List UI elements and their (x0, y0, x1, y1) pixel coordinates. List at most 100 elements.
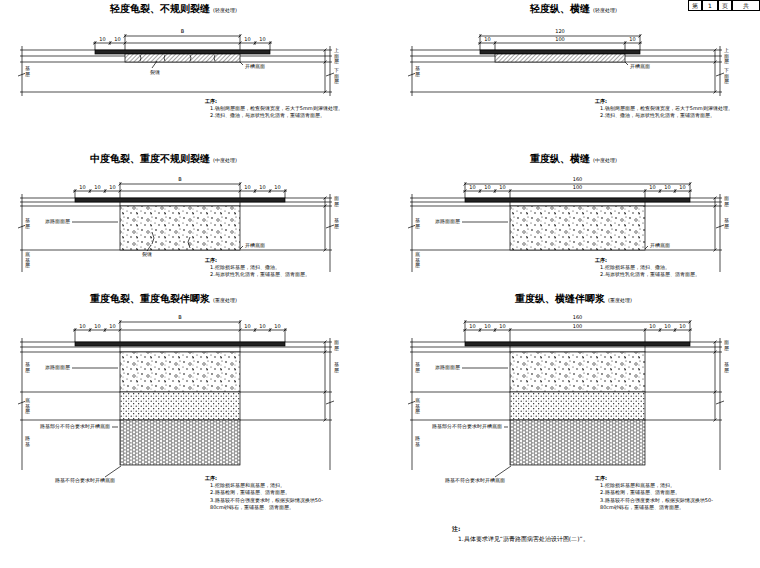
annotation-text: 1.挖除损坏基层，清扫、撒油。 (210, 265, 280, 270)
annotation-text: 路基不符合要求时开槽底面 (445, 478, 505, 483)
annotation-text: 1.铣刨两层面层，检查裂缝宽度，若大于5mm则灌缝处理。 (210, 106, 343, 111)
annotation-text: 工序: (595, 99, 607, 104)
annotation-text: 1.具体要求详见“沥青路面病害处治设计图(二)”。 (458, 536, 589, 542)
annotation-text: 2.与原状性乳化沥青，重铺基层、沥青面层。 (210, 272, 310, 277)
layer-name: 基层 (724, 362, 729, 373)
layer-name: 基层 (25, 218, 30, 229)
annotation-text: 2.路基检测，重铺基层、沥青面层。 (600, 490, 680, 495)
annotation-text: 10 (679, 324, 685, 329)
layer-name: 上面层 (334, 48, 339, 65)
annotation-text: 工序: (595, 476, 607, 481)
annotation-text: 10 (259, 37, 265, 42)
annotation-text: 原路面面层 (435, 365, 460, 370)
annotation-text: 开槽底面 (245, 64, 265, 69)
annotation-text: 3.路基较不符合强度要求时，根据实际情况换填50-80cm砂砾石，重铺基层、沥青… (210, 497, 332, 510)
annotation-text: 10 (469, 324, 475, 329)
section-title: 中度龟裂、重度不规则裂缝 (90, 154, 210, 164)
annotation-text: 10 (114, 37, 120, 42)
page-number-text: 1 (708, 3, 712, 9)
layer-name: 路基 (415, 436, 420, 447)
annotation-text: 路基部分不符合要求时开槽底面 (40, 424, 110, 429)
layer-name: 基层 (334, 362, 339, 373)
section-title: 轻度龟裂、不规则裂缝 (110, 4, 210, 14)
layer-name: 面层 (334, 340, 339, 351)
layer-name: 下面层 (724, 68, 729, 85)
annotation-text: 10 (244, 185, 250, 190)
annotation-text: 10 (94, 324, 100, 329)
layer-name: 基层 (415, 66, 420, 77)
annotation-text: (轻度处理) (593, 8, 617, 13)
annotation-text: 开槽底面 (630, 64, 650, 69)
section-heavy-joint-pumping (408, 320, 724, 477)
annotation-text: 裂缝 (150, 70, 160, 75)
annotation-text: 10 (79, 324, 85, 329)
section-title: 重度纵、横缝伴唧浆 (515, 294, 605, 304)
annotation-text: 10 (94, 185, 100, 190)
annotation-text: (重度处理) (213, 298, 237, 303)
layer-name: 基层 (25, 362, 30, 373)
annotation-text: 2.清扫、撒油，与原状性乳化沥青，重铺沥青面层。 (210, 113, 325, 118)
annotation-text: 开槽底面 (650, 243, 670, 248)
annotation-text: 10 (649, 185, 655, 190)
page-number-text: 页 (722, 3, 728, 9)
annotation-text: 100 (573, 185, 583, 190)
annotation-text: 裂缝 (142, 252, 152, 257)
layer-name: 基层 (415, 218, 420, 229)
layer-name: 底基层 (415, 398, 420, 415)
section-title: 重度龟裂、重度龟裂伴唧浆 (90, 294, 210, 304)
annotation-text: 100 (555, 37, 565, 42)
annotation-text: 10 (664, 324, 670, 329)
annotation-text: 160 (573, 315, 583, 320)
section-heavy-crack-pumping (18, 320, 334, 477)
annotation-text: (中度处理) (213, 158, 237, 163)
annotation-text: 160 (573, 177, 583, 182)
annotation-text: 注: (452, 526, 460, 532)
layer-name: 底基层 (415, 252, 420, 269)
section-medium-crack (18, 182, 334, 272)
annotation-text: 3.路基较不符合强度要求时，根据实际情况换填50-80cm砂砾石，重铺基层、沥青… (600, 497, 722, 510)
page-number-text: 第 (692, 3, 698, 9)
annotation-text: 100 (573, 324, 583, 329)
annotation-text: 10 (259, 185, 265, 190)
annotation-text: 10 (664, 185, 670, 190)
layer-name: 面层 (724, 340, 729, 351)
section-light-crack (18, 34, 334, 96)
annotation-text: 10 (259, 324, 265, 329)
annotation-text: 1.挖除损坏基层和底基层，清扫。 (210, 483, 285, 488)
annotation-text: B (178, 315, 181, 320)
annotation-text: 10 (499, 324, 505, 329)
annotation-text: 10 (499, 185, 505, 190)
section-title: 轻度纵、横缝 (530, 4, 590, 14)
layer-name: 面层 (334, 196, 339, 207)
layer-name: 基层 (25, 66, 30, 77)
annotation-text: 10 (109, 324, 115, 329)
annotation-text: 10 (79, 185, 85, 190)
annotation-text: 工序: (205, 476, 217, 481)
annotation-text: 120 (555, 29, 565, 34)
annotation-text: 工序: (595, 258, 607, 263)
layer-name: 下面层 (334, 68, 339, 85)
page-cell: 1 (702, 0, 718, 11)
page-cell: 页 (718, 0, 732, 11)
annotation-text: 10 (244, 37, 250, 42)
annotation-text: 10 (649, 324, 655, 329)
annotation-text: 10 (99, 37, 105, 42)
annotation-text: 2.路基检测，重铺基层、沥青面层。 (210, 490, 290, 495)
annotation-text: 10 (244, 324, 250, 329)
annotation-text: (重度处理) (608, 298, 632, 303)
annotation-text: 开槽底面 (245, 243, 265, 248)
annotation-text: 2.清扫、撒油，与原状性乳化沥青，重铺沥青面层。 (600, 113, 715, 118)
page-cell: 共 (732, 0, 760, 11)
annotation-text: 路基部分不符合要求时开槽底面 (432, 424, 502, 429)
annotation-text: 10 (469, 185, 475, 190)
annotation-text: 10 (484, 185, 490, 190)
layer-name: 基层 (334, 218, 339, 229)
layer-name: 面层 (724, 196, 729, 207)
annotation-text: B (181, 29, 184, 34)
annotation-text: 1.挖除损坏基层和底基层，清扫。 (600, 483, 675, 488)
annotation-text: 10 (679, 185, 685, 190)
annotation-text: 路基不符合要求时开槽底面 (55, 478, 115, 483)
annotation-text: 1.铣刨两层面层，检查裂缝宽度，若大于5mm则灌缝处理。 (600, 106, 733, 111)
annotation-text: 2.与原状性乳化沥青，重铺基层、沥青面层。 (600, 272, 700, 277)
annotation-text: 10 (484, 37, 490, 42)
